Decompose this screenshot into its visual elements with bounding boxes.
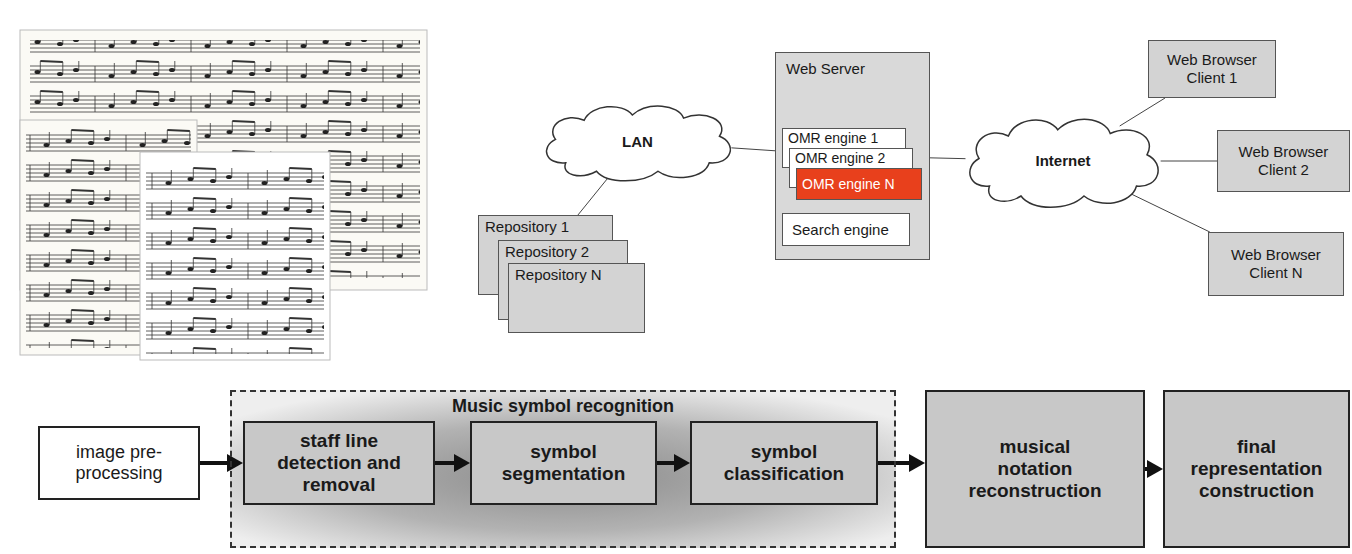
- engine-box: Search engine: [782, 213, 910, 246]
- process-box: symbol classification: [690, 421, 878, 505]
- flow-arrow: [657, 461, 674, 465]
- node-label: staff line detection and removal: [259, 430, 419, 496]
- node-label: Web Browser Client N: [1226, 246, 1326, 282]
- node-label: Web Server: [786, 60, 865, 78]
- flow-arrow: [1145, 467, 1147, 471]
- process-box: symbol segmentation: [470, 421, 657, 505]
- group-shading: [230, 390, 896, 548]
- client-box: Web Browser Client N: [1208, 232, 1344, 296]
- node-label: Repository 2: [505, 243, 589, 261]
- client-box: Web Browser Client 2: [1217, 130, 1350, 192]
- group-box: Music symbol recognition staff line detec…: [230, 390, 896, 548]
- connector-line: [1129, 193, 1210, 232]
- connector-line: [1120, 98, 1165, 126]
- connector-line: [930, 157, 965, 159]
- process-box: image pre-processing: [38, 426, 200, 500]
- node-label: final representation construction: [1182, 436, 1332, 502]
- node-label: LAN: [622, 133, 653, 151]
- node-label: OMR engine 1: [788, 130, 878, 146]
- repository-box: Repository N: [508, 263, 645, 333]
- server-box: Web ServerOMR engine 1 OMR engine 2 OMR en…: [775, 52, 930, 260]
- connector-line: [1161, 161, 1217, 162]
- process-box: musical notation reconstruction: [925, 390, 1145, 548]
- flow-arrow: [435, 461, 454, 465]
- network-cloud: LAN: [535, 99, 740, 184]
- node-label: Repository N: [515, 266, 602, 284]
- node-label: OMR engine N: [802, 176, 895, 192]
- score-sheet: [140, 152, 330, 360]
- flow-arrow: [878, 461, 909, 465]
- process-box: staff line detection and removal: [243, 421, 435, 505]
- flow-arrow: [200, 461, 227, 465]
- node-label: Repository 1: [485, 218, 569, 236]
- client-box: Web Browser Client 1: [1148, 40, 1276, 98]
- cloud-shape: [970, 119, 1158, 207]
- node-label: symbol segmentation: [484, 441, 644, 485]
- node-label: Internet: [1035, 152, 1090, 170]
- node-label: image pre-processing: [49, 442, 189, 484]
- node-label: Music symbol recognition: [452, 395, 674, 417]
- process-box: final representation construction: [1163, 390, 1350, 548]
- node-label: OMR engine 2: [795, 150, 885, 166]
- engine-box: OMR engine N: [796, 168, 922, 200]
- node-label: Search engine: [792, 221, 889, 239]
- node-label: Web Browser Client 2: [1234, 143, 1334, 179]
- network-cloud: Internet: [958, 111, 1168, 211]
- node-label: symbol classification: [704, 441, 864, 485]
- connector-line: [731, 148, 775, 151]
- connector-line: [578, 176, 609, 215]
- node-label: musical notation reconstruction: [963, 436, 1108, 502]
- cloud-shape: [547, 106, 731, 181]
- node-label: Web Browser Client 1: [1162, 51, 1262, 87]
